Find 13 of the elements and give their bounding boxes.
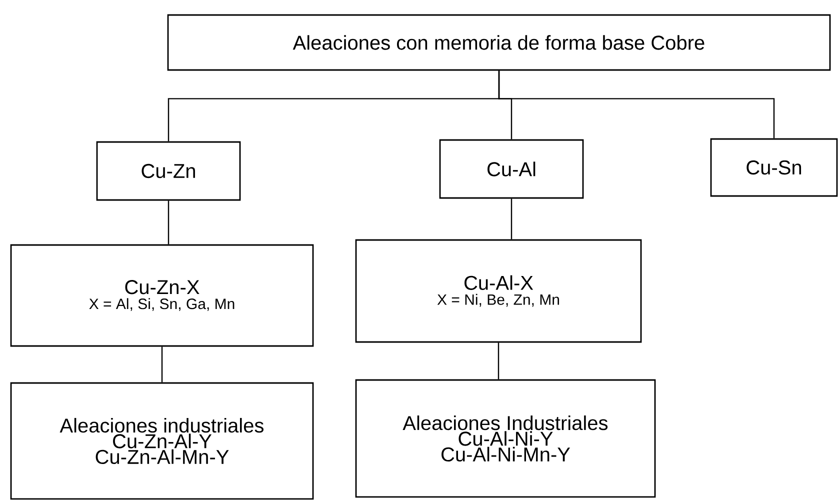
connector-line <box>161 346 163 382</box>
alloy-box: Cu-Zn <box>96 141 241 201</box>
alloy-box: Cu-Al-X X = Ni, Be, Zn, Mn <box>355 239 642 343</box>
root-box: Aleaciones con memoria de forma base Cobre <box>167 14 831 71</box>
alloy-box: Cu-Al <box>439 139 584 199</box>
alloy-box: Cu-Sn <box>710 138 838 197</box>
connector-line <box>168 200 170 244</box>
alloy-box: Cu-Zn-X X = Al, Si, Sn, Ga, Mn <box>10 244 314 347</box>
connector-line <box>510 198 512 240</box>
connector-line <box>498 342 500 380</box>
alloy-box: Aleaciones Industriales Cu-Al-Ni-Y Cu-Al-Ni-Mn-Y <box>355 379 656 498</box>
connector-line <box>498 70 775 138</box>
alloy-box: Aleaciones industriales Cu-Zn-Al-Y Cu-Zn-Al-Mn-Y <box>10 382 314 500</box>
